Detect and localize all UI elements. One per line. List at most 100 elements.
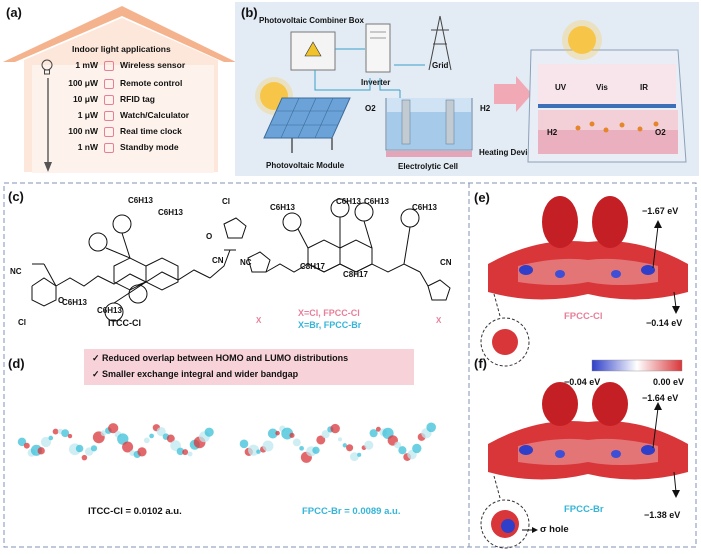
itcc-orbital	[17, 423, 214, 461]
c6h13-label: C6H13	[364, 197, 389, 206]
decreasing-arrow	[44, 78, 52, 172]
particles	[575, 121, 659, 133]
cn-label: CN	[212, 256, 224, 265]
orbital-lobe	[75, 444, 84, 453]
application-name: Remote control	[120, 78, 183, 88]
e-bottom-ev: −0.14 eV	[646, 318, 683, 328]
orbital-lobe	[337, 437, 343, 442]
orbital-lobe	[37, 447, 45, 455]
sun-right-icon	[562, 20, 602, 60]
fpcc-structure	[247, 198, 451, 301]
power-value: 1 μW	[77, 110, 98, 120]
ir-label: IR	[640, 83, 648, 92]
application-name: Real time clock	[120, 126, 182, 136]
fpcc-cl-name: FPCC-Cl	[564, 311, 603, 322]
orbital-lobe	[426, 422, 437, 433]
orbital-lobe	[316, 435, 326, 445]
orbital-lobe	[90, 445, 98, 452]
heating-label: Heating Device	[479, 148, 537, 157]
tag-icon	[104, 95, 114, 105]
orbital-lobe	[67, 433, 73, 439]
orbital-lobe	[61, 429, 70, 438]
orbital-lobe	[48, 435, 54, 441]
orbital-lobe	[312, 446, 320, 454]
orbital-lobe	[81, 454, 88, 461]
orbital-lobe	[342, 443, 347, 448]
x-label: X	[436, 316, 442, 325]
module-label: Photovoltaic Module	[266, 161, 345, 170]
application-row: 100 μW Remote control	[56, 78, 226, 92]
panel-label: (b)	[241, 5, 258, 20]
power-value: 10 μW	[72, 94, 98, 104]
vis-label: Vis	[596, 83, 608, 92]
h2-right-label: H2	[547, 128, 558, 137]
x-label: X	[256, 316, 262, 325]
electrolytic-cell	[385, 98, 473, 157]
orbital-lobe	[17, 437, 27, 447]
orbital-lobe	[292, 438, 301, 447]
application-name: Standby mode	[120, 142, 179, 152]
orbital-lobe	[256, 449, 261, 454]
orbital-lobe	[137, 447, 147, 457]
esp-fpcc-br	[480, 382, 688, 549]
orbital-lobe	[23, 442, 30, 449]
sigma-hole-label: σ hole	[540, 524, 569, 535]
cl-label: Cl	[18, 318, 26, 327]
panel-a-title: Indoor light applications	[72, 44, 171, 54]
grid-label: Grid	[432, 61, 449, 70]
h2-label: H2	[480, 104, 491, 113]
application-name: Watch/Calculator	[120, 110, 190, 120]
bulb-icon	[41, 59, 53, 75]
o2-label: O2	[365, 104, 376, 113]
fpcc-orbital	[239, 422, 437, 463]
orbital-lobe	[156, 426, 166, 437]
watch-icon	[104, 111, 114, 121]
clock-icon	[104, 127, 114, 137]
o2-right-label: O2	[655, 128, 666, 137]
bullet-1: ✓ Reduced overlap between HOMO and LUMO …	[92, 353, 349, 363]
orbital-lobe	[412, 443, 422, 454]
c6h13-label: C6H13	[62, 298, 87, 307]
panel-label: (f)	[474, 356, 487, 371]
orbital-lobe	[143, 437, 150, 444]
itcc-exchange-value: ITCC-Cl = 0.0102 a.u.	[88, 506, 182, 517]
scale-max-label: 0.00 eV	[653, 377, 685, 387]
orbital-lobe	[149, 433, 154, 439]
bullet-box	[84, 349, 414, 385]
grid-tower	[428, 15, 452, 71]
orbital-lobe	[204, 427, 214, 437]
application-name: Wireless sensor	[120, 60, 186, 70]
c6h13-label: C6H13	[412, 203, 437, 212]
orbital-lobe	[357, 452, 362, 457]
nc-label: NC	[240, 258, 252, 267]
orbital-lobe	[398, 446, 407, 455]
itcc-cl-structure	[31, 214, 247, 322]
scale-min-label: −0.04 eV	[564, 377, 601, 387]
orbital-lobe	[187, 451, 193, 457]
flow-arrow	[494, 76, 532, 112]
uv-label: UV	[555, 83, 567, 92]
panel-label: (e)	[474, 190, 490, 205]
f-top-ev: −1.64 eV	[642, 393, 679, 403]
orbital-lobe	[262, 440, 274, 452]
reactor-illustration	[527, 49, 687, 163]
orbital-lobe	[52, 428, 59, 435]
bullet-2: ✓ Smaller exchange integral and wider ba…	[92, 369, 299, 379]
panel-label: (d)	[8, 356, 25, 371]
orbital-lobe	[330, 423, 340, 434]
c8h17-label: C8H17	[300, 262, 325, 271]
orbital-lobe	[289, 432, 295, 438]
orbital-lobe	[321, 430, 330, 439]
photovoltaic-module	[263, 97, 351, 153]
c6h13-label: C6H13	[128, 196, 153, 205]
c6h13-label: C6H13	[336, 197, 361, 206]
application-name: RFID tag	[120, 94, 155, 104]
power-icon	[104, 143, 114, 153]
power-value: 100 μW	[68, 78, 98, 88]
remote-icon	[104, 79, 114, 89]
orbital-lobe	[346, 444, 354, 452]
orbital-lobe	[275, 430, 280, 436]
orbital-lobe	[394, 441, 401, 449]
